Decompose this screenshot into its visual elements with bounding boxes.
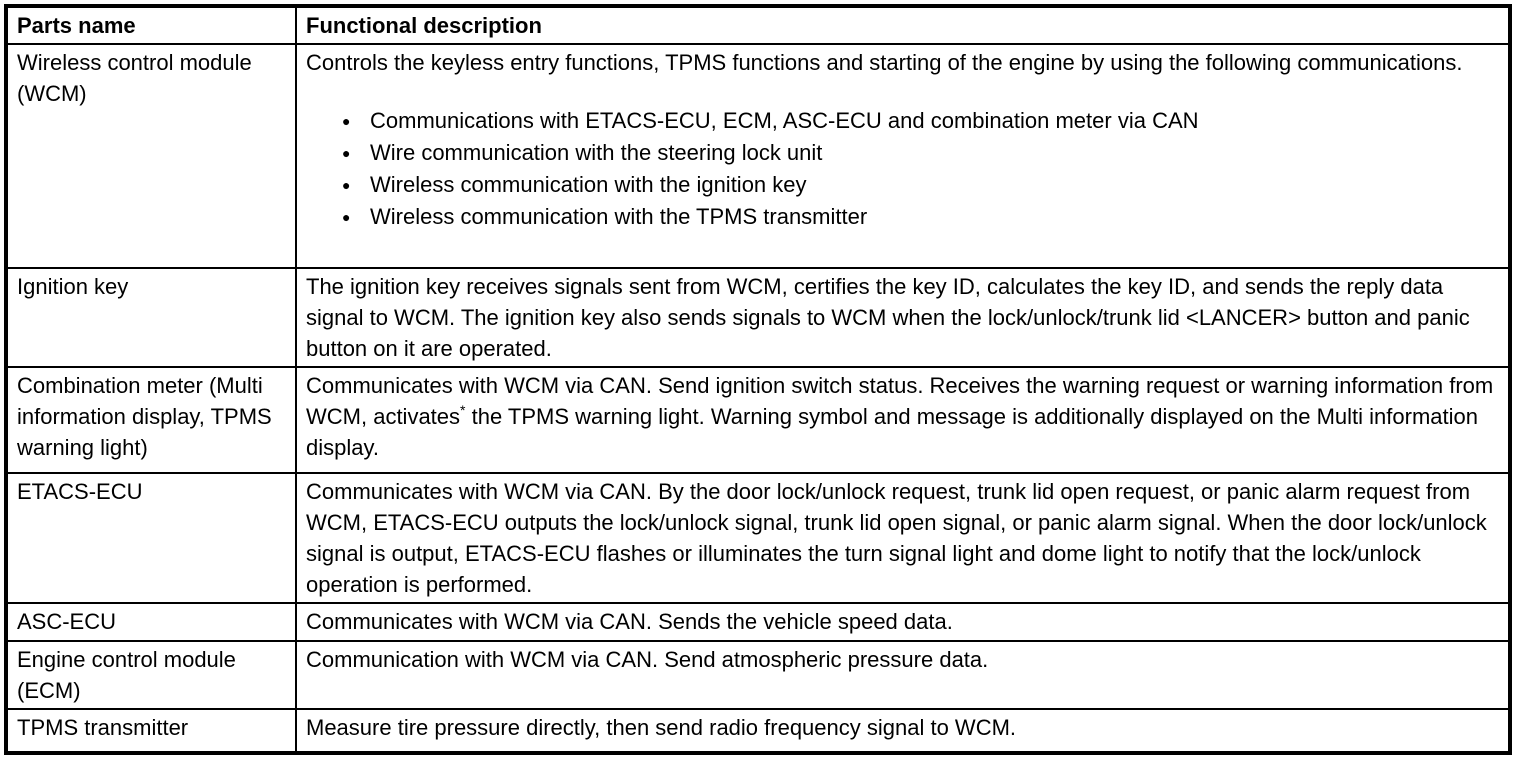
description-text: Controls the keyless entry functions, TP… xyxy=(306,50,1463,75)
table-row: Engine control module (ECM) Communicatio… xyxy=(5,640,1511,710)
bullet-icon: ● xyxy=(342,177,351,193)
header-functional-description: Functional description xyxy=(295,5,1511,45)
table-row: Combination meter (Multi information dis… xyxy=(5,366,1511,474)
description-cell: Communicates with WCM via CAN. Send igni… xyxy=(295,366,1511,474)
part-name-cell: ETACS-ECU xyxy=(5,472,297,604)
table-row: ASC-ECU Communicates with WCM via CAN. S… xyxy=(5,602,1511,642)
description-text: Communicates with WCM via CAN. Sends the… xyxy=(306,609,953,634)
description-segment: Communicates with WCM via CAN. Send igni… xyxy=(306,373,1494,429)
bullet-item: ● Wire communication with the steering l… xyxy=(342,137,1498,169)
part-name-cell: Ignition key xyxy=(5,267,297,368)
bullet-text: Wire communication with the steering loc… xyxy=(370,140,823,165)
description-text: The ignition key receives signals sent f… xyxy=(306,274,1470,361)
bullet-icon: ● xyxy=(342,113,351,129)
part-name-cell: TPMS transmitter xyxy=(5,708,297,754)
header-parts-name: Parts name xyxy=(5,5,297,45)
bullet-text: Wireless communication with the TPMS tra… xyxy=(370,204,868,229)
table-row: Ignition key The ignition key receives s… xyxy=(5,267,1511,368)
table-row: Wireless control module (WCM) Controls t… xyxy=(5,43,1511,269)
footnote-asterisk: * xyxy=(460,402,466,418)
description-cell: Communicates with WCM via CAN. By the do… xyxy=(295,472,1511,604)
description-cell: Communicates with WCM via CAN. Sends the… xyxy=(295,602,1511,642)
description-cell: Controls the keyless entry functions, TP… xyxy=(295,43,1511,269)
table-row: TPMS transmitter Measure tire pressure d… xyxy=(5,708,1511,754)
part-name-cell: Combination meter (Multi information dis… xyxy=(5,366,297,474)
description-text: Communicates with WCM via CAN. Send igni… xyxy=(306,370,1498,463)
part-name-cell: Engine control module (ECM) xyxy=(5,640,297,710)
description-segment: the TPMS warning light. Warning symbol a… xyxy=(306,404,1478,460)
bullet-item: ● Wireless communication with the igniti… xyxy=(342,169,1498,201)
bullet-text: Wireless communication with the ignition… xyxy=(370,172,807,197)
bullet-icon: ● xyxy=(342,209,351,225)
description-text: Communicates with WCM via CAN. By the do… xyxy=(306,479,1487,597)
header-row: Parts name Functional description xyxy=(5,5,1511,45)
parts-description-table: Parts name Functional description Wirele… xyxy=(4,4,1512,755)
bullet-item: ● Communications with ETACS-ECU, ECM, AS… xyxy=(342,105,1498,137)
bullet-icon: ● xyxy=(342,145,351,161)
part-name-cell: ASC-ECU xyxy=(5,602,297,642)
bullet-list: ● Communications with ETACS-ECU, ECM, AS… xyxy=(306,105,1498,233)
description-cell: Measure tire pressure directly, then sen… xyxy=(295,708,1511,754)
bullet-item: ● Wireless communication with the TPMS t… xyxy=(342,201,1498,233)
part-name-cell: Wireless control module (WCM) xyxy=(5,43,297,269)
description-cell: Communication with WCM via CAN. Send atm… xyxy=(295,640,1511,710)
table-row: ETACS-ECU Communicates with WCM via CAN.… xyxy=(5,472,1511,604)
description-text: Measure tire pressure directly, then sen… xyxy=(306,715,1017,740)
description-text: Communication with WCM via CAN. Send atm… xyxy=(306,647,989,672)
description-cell: The ignition key receives signals sent f… xyxy=(295,267,1511,368)
bullet-text: Communications with ETACS-ECU, ECM, ASC-… xyxy=(370,108,1199,133)
